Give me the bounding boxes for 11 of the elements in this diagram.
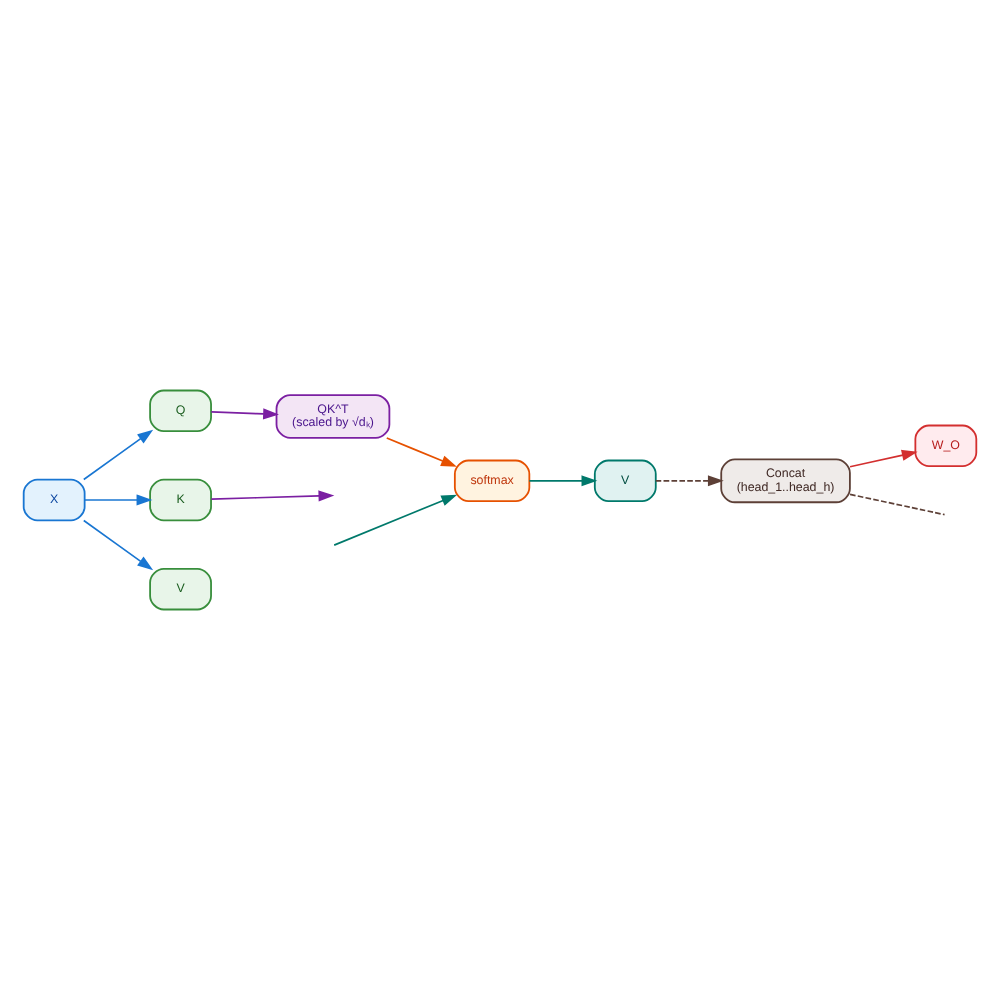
- arrow: [333, 494, 458, 546]
- arrow: [210, 490, 335, 502]
- arrow: [82, 429, 154, 481]
- arrow: [83, 494, 153, 506]
- connector: [849, 493, 946, 516]
- arrow: [528, 475, 598, 487]
- arrow: [654, 475, 724, 487]
- arrow: [849, 449, 918, 468]
- arrow: [385, 437, 457, 467]
- arrow: [82, 519, 154, 571]
- arrow: [210, 408, 279, 420]
